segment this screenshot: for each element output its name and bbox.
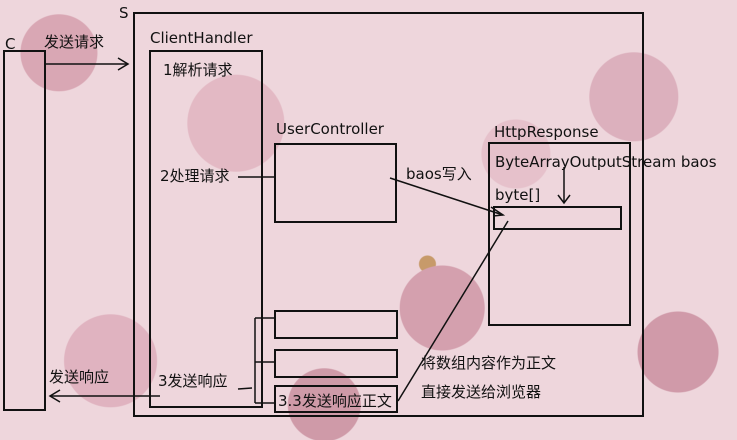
step-3-3-label: 3.3发送响应正文 [278, 392, 392, 410]
http-response-title: HttpResponse [494, 123, 599, 141]
client-handler-box [149, 50, 263, 408]
http-response-box [488, 142, 631, 326]
step2-label: 2处理请求 [160, 167, 230, 185]
client-box [3, 50, 46, 411]
step3-connector [237, 387, 253, 390]
baos-write-arrow [389, 177, 504, 216]
note-line-1: 将数组内容作为正文 [421, 354, 557, 372]
byte-array-label: byte[] [495, 186, 541, 204]
send-response-label: 发送响应 [49, 368, 110, 386]
user-controller-box [274, 143, 397, 223]
user-controller-title: UserController [276, 120, 384, 138]
body-send-line [397, 220, 509, 402]
step3-label: 3发送响应 [158, 372, 228, 390]
sub-step-box-3 [274, 385, 398, 413]
step1-label: 1解析请求 [163, 61, 233, 79]
send-request-label: 发送请求 [44, 33, 105, 51]
server-box [133, 12, 644, 417]
server-label: S [119, 4, 129, 22]
baos-field-label: ByteArrayOutputStream baos [495, 153, 717, 171]
client-label: C [5, 35, 16, 53]
client-handler-title: ClientHandler [150, 29, 253, 47]
sub-step-box-1 [274, 310, 398, 339]
note-line-2: 直接发送给浏览器 [421, 383, 542, 401]
byte-array-box [493, 206, 622, 230]
baos-write-label: baos写入 [406, 165, 472, 183]
sub-step-box-2 [274, 349, 398, 378]
